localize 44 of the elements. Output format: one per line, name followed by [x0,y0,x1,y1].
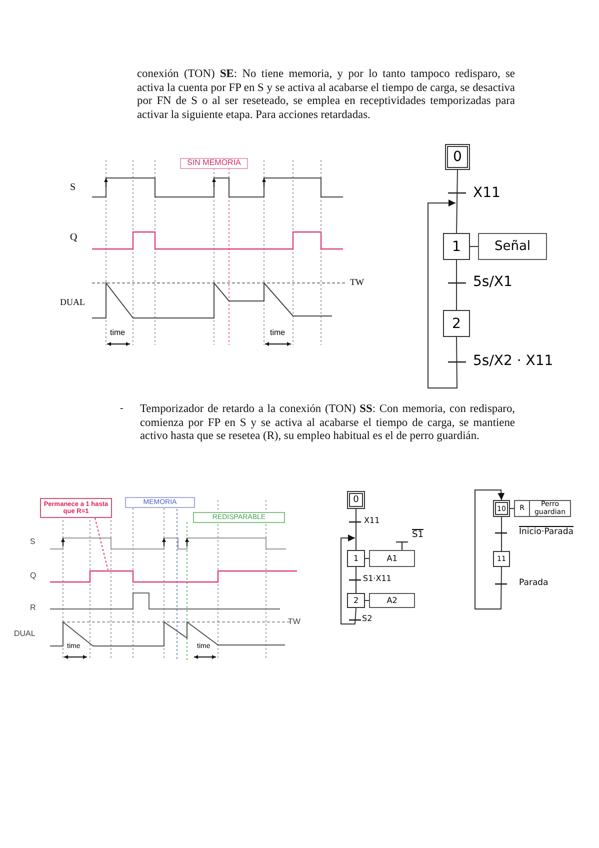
bullet: - [120,403,124,414]
signal-label: S [70,182,76,193]
signal-label: R [30,603,36,612]
transition-label: S1·X11 [363,574,392,583]
note-box: SIN MEMORIA [180,158,248,169]
signal-label: DUAL [60,297,85,307]
arrow [474,490,505,610]
signal-label: S [30,537,36,546]
step-box: 1 [347,550,365,567]
link-line [456,170,458,234]
transition-label: Parada [519,578,548,588]
arrow [428,200,458,388]
condition-label: S1 [412,530,424,540]
transition-label: Inicio·Parada [519,527,574,537]
initial-step-box: 0 [347,491,365,509]
signal-label: Q [30,571,36,580]
action-box: A1 [369,550,415,567]
transition-label: 5s/X1 [473,274,512,290]
action-box: A2 [369,593,415,608]
leader-line [94,518,108,570]
transition-label: S2 [362,614,372,623]
signal-label: Q [70,232,78,243]
paragraph: Temporizador de retardo a la conexión (TON) SS: Con memoria, con redisparo, comienza por FP en S y se activa al acabarse el tiempo de carga, se mantiene activo hasta que se resetea (R), su empleo habitual es el de perro guardián. [140,403,515,444]
step-box: 2 [347,593,365,608]
transition-label: 5s/X2 · X11 [473,353,554,369]
action-box: Señal [478,233,547,260]
signal-label: DUAL [14,629,36,638]
axis-label: TW [350,277,364,287]
link-line [364,600,370,601]
link-line [364,558,370,559]
time-label: time [110,328,126,337]
time-label: time [270,328,286,337]
link-line [501,516,502,552]
axis-label: TW [288,617,300,626]
action-box [514,500,571,517]
link-line [470,246,478,247]
initial-step-box: 0 [445,144,470,170]
step-box: 2 [443,310,470,337]
arrow [340,534,356,624]
step-box: 1 [443,233,470,260]
link-line [456,260,457,310]
transition-label: X11 [364,516,380,525]
paragraph: conexión (TON) SE: No tiene memoria, y por lo tanto tampoco redisparo, se activa la cuenta por FP en S y se activa al acabarse el tiempo de carga, se desactiva por FN de S o al ser reseteado, se emplea en receptividades temporizadas para activar la siguiente etapa. Para acciones retardadas. [137,68,515,122]
link-line [510,508,514,509]
